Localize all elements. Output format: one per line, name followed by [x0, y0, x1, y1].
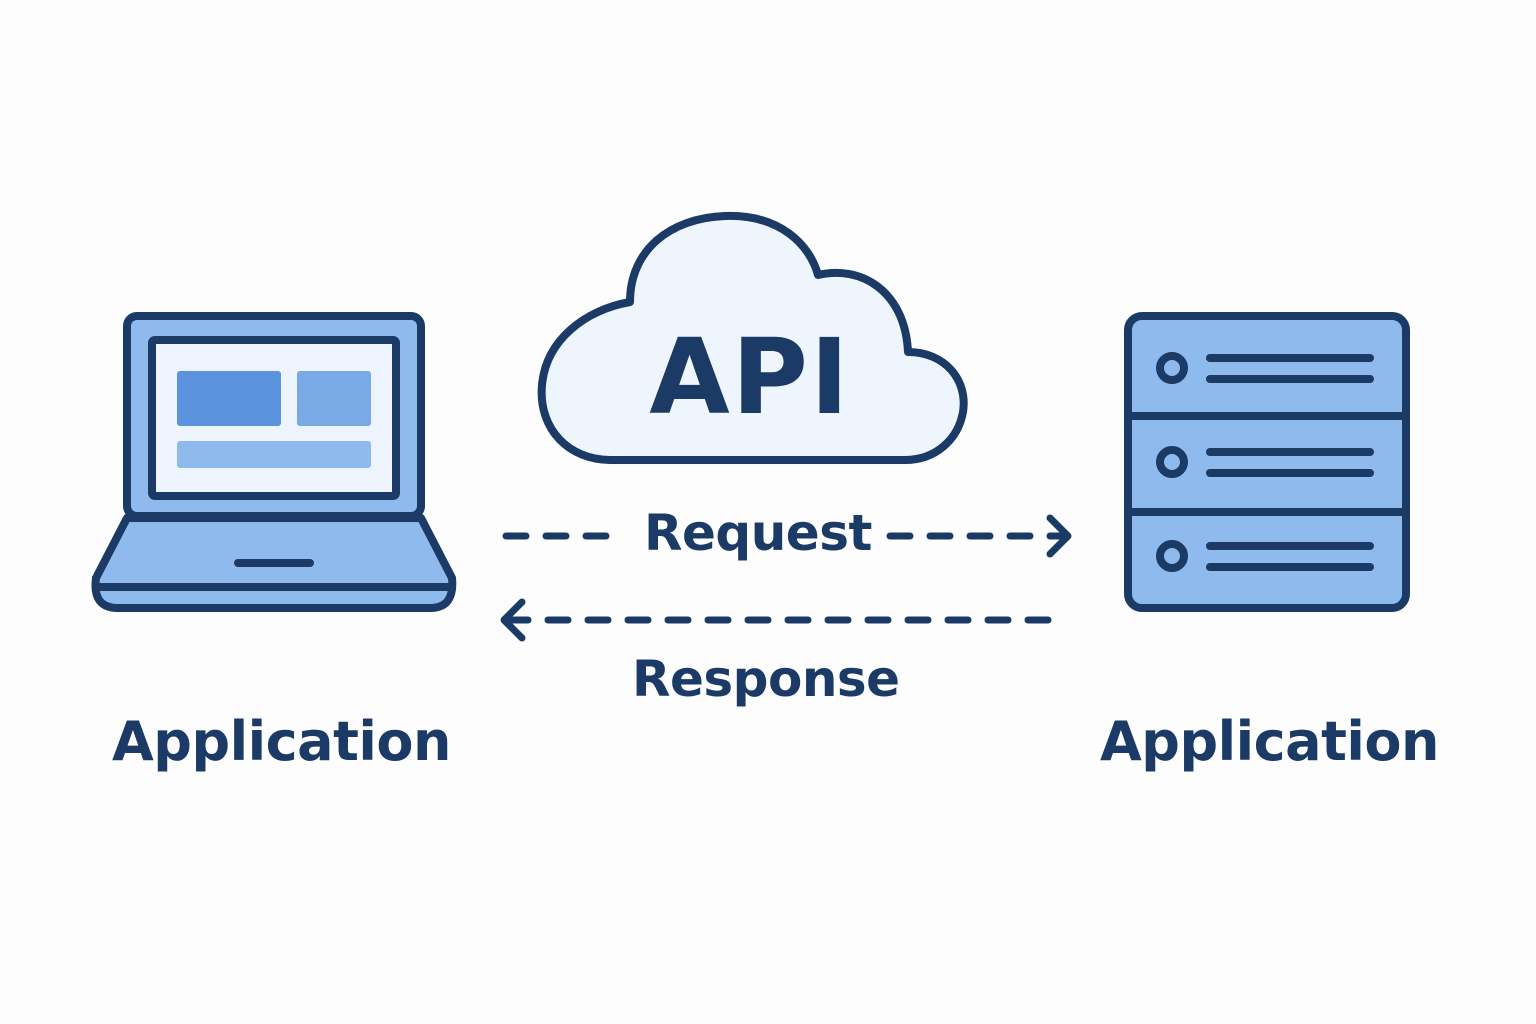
- response-label: Response: [632, 650, 900, 708]
- server-led-3: [1156, 540, 1188, 572]
- screen-block-bar: [177, 441, 371, 468]
- laptop-icon: [91, 312, 457, 612]
- server-led-1: [1156, 352, 1188, 384]
- left-application-label: Application: [112, 710, 451, 773]
- request-label: Request: [644, 504, 872, 562]
- screen-block-large: [177, 371, 281, 426]
- server-icon: [1124, 312, 1410, 612]
- cloud-icon: [537, 211, 968, 464]
- cloud-shape: [537, 211, 968, 464]
- response-arrowhead: [500, 598, 526, 642]
- request-arrowhead: [1046, 514, 1072, 558]
- server-led-2: [1156, 446, 1188, 478]
- request-arrow: [502, 514, 1072, 558]
- right-application-label: Application: [1100, 710, 1439, 773]
- api-label: API: [649, 316, 851, 438]
- server-body: [1124, 312, 1410, 612]
- response-arrow: [500, 598, 1072, 642]
- screen-block-small: [297, 371, 371, 426]
